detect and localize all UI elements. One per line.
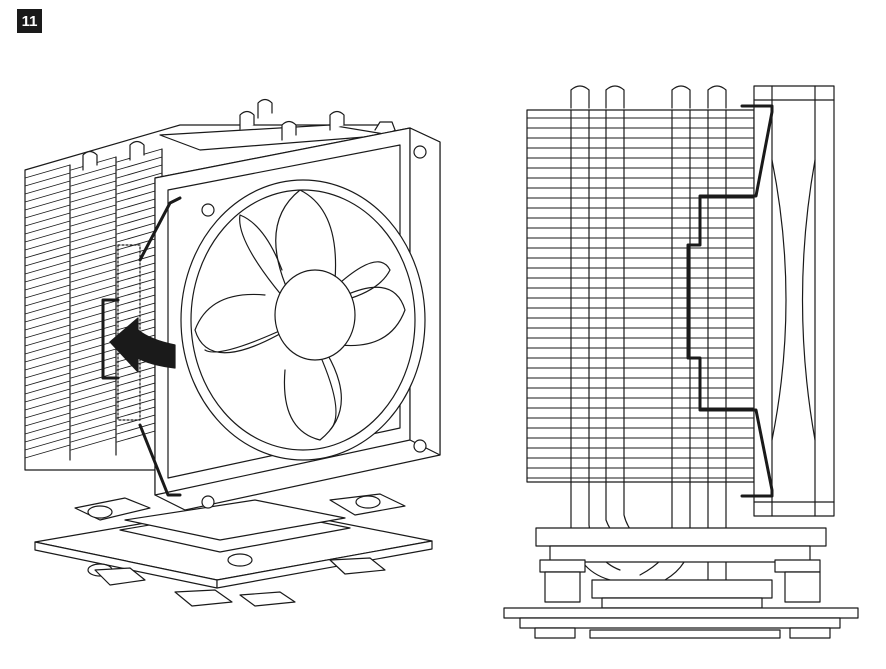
step-number-badge: 11 [17, 9, 42, 33]
clip-insert-shape [101, 298, 120, 380]
fan-clip-bottom [138, 423, 182, 497]
perspective-view [24, 98, 441, 607]
mounting-base [34, 493, 433, 607]
side-mounting-base [503, 527, 859, 639]
rotate-arrow-icon [109, 317, 176, 373]
fan-assembly [154, 127, 441, 511]
side-heatpipe-caps [570, 85, 727, 109]
side-fan-profile [753, 85, 835, 517]
side-view [503, 85, 859, 639]
side-fan-clip [686, 104, 774, 498]
fan-clip-top [138, 196, 182, 262]
heatpipe-tips [82, 98, 396, 171]
side-fin-stack [526, 109, 755, 483]
clip-path-guide [117, 244, 141, 421]
